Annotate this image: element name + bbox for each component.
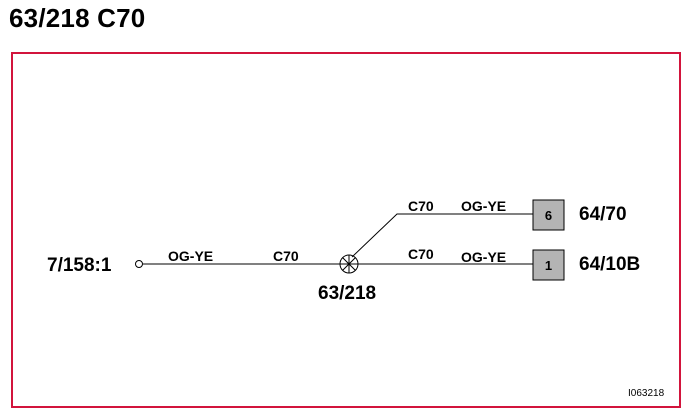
splice-label: 63/218 bbox=[318, 283, 376, 304]
connector-pin-box-lower bbox=[532, 249, 565, 281]
branch-lower-color-label: OG-YE bbox=[461, 249, 506, 265]
splice-point-icon bbox=[339, 254, 359, 274]
branch-wire-upper bbox=[351, 213, 533, 258]
connector-label-upper: 64/70 bbox=[579, 204, 627, 225]
branch-upper-circuit-label: C70 bbox=[408, 198, 434, 214]
diagram-frame bbox=[11, 52, 681, 408]
branch-lower-circuit-label: C70 bbox=[408, 246, 434, 262]
figure-id: I063218 bbox=[628, 388, 665, 399]
main-wire-circuit-label: C70 bbox=[273, 248, 299, 264]
page-title: 63/218 C70 bbox=[9, 3, 146, 33]
connector-label-lower: 64/10B bbox=[579, 254, 640, 275]
source-terminal-icon bbox=[135, 260, 143, 268]
main-wire-color-label: OG-YE bbox=[168, 248, 213, 264]
connector-pin-lower: 1 bbox=[545, 258, 552, 273]
connector-pin-box-upper bbox=[532, 199, 565, 231]
connector-pin-upper: 6 bbox=[545, 208, 552, 223]
source-connector-label: 7/158:1 bbox=[47, 255, 112, 276]
branch-upper-color-label: OG-YE bbox=[461, 198, 506, 214]
